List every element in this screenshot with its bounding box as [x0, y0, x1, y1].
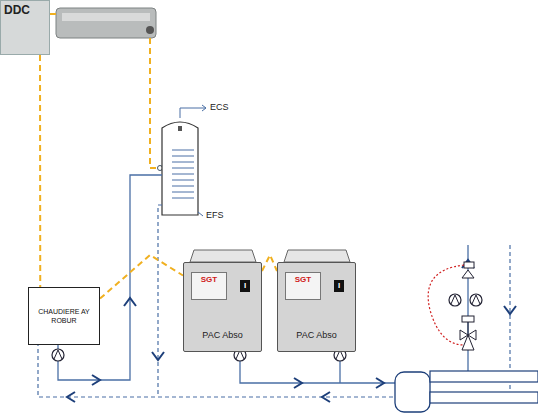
display-panel: SGT	[285, 272, 321, 300]
heat-pump-box: PAC Abso SGT	[183, 262, 262, 352]
node-text: DDC	[1, 1, 49, 17]
switch-symbol: I	[240, 280, 250, 292]
control-wire	[100, 255, 183, 299]
control-wire	[40, 55, 41, 287]
controller-panel: DDC	[0, 0, 50, 55]
node-text: CHAUDIERE AY ROBUR	[32, 307, 96, 325]
node-text: SGT	[201, 273, 217, 284]
display-panel: SGT	[191, 272, 227, 300]
switch-symbol: I	[334, 280, 344, 292]
boiler-box: CHAUDIERE AY ROBUR	[28, 287, 100, 345]
node-text: SGT	[295, 273, 311, 284]
pipe-label: ECS	[210, 102, 229, 112]
node-text: PAC Abso	[198, 330, 248, 341]
control-wire	[262, 255, 277, 271]
pipe-label: EFS	[206, 210, 224, 220]
node-text: PAC Abso	[292, 330, 342, 341]
heat-pump-box: PAC Abso SGT	[277, 262, 356, 352]
